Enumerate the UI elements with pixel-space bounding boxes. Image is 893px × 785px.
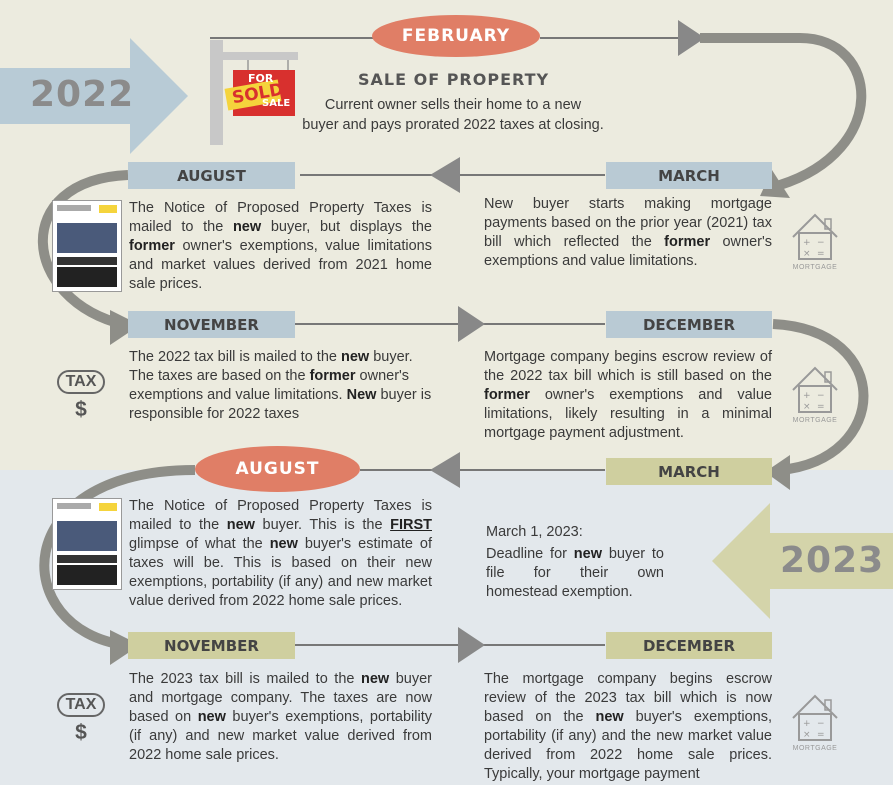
march-2022-text: New buyer starts making mortgage payment…: [484, 196, 772, 269]
sale-line-2: buyer and pays prorated 2022 taxes at cl…: [302, 117, 604, 133]
mortgage-label: MORTGAGE: [792, 264, 838, 271]
sale-description: Current owner sells their home to a new …: [283, 95, 623, 135]
tax-pill: TAX: [56, 693, 106, 717]
tax-icon: TAX $: [52, 370, 110, 422]
svg-text:+: +: [803, 719, 811, 729]
dollar-icon: $: [75, 721, 87, 744]
year-2022-arrow: [0, 38, 188, 154]
flow-arrowhead: [678, 20, 705, 56]
dollar-icon: $: [75, 398, 87, 421]
march-2023-date: March 1, 2023:: [486, 524, 583, 540]
year-2022-label: 2022: [30, 74, 135, 115]
svg-text:×: ×: [803, 402, 811, 412]
sale-line-1: Current owner sells their home to a new: [324, 97, 582, 113]
svg-text:−: −: [817, 719, 825, 729]
svg-text:−: −: [817, 391, 825, 401]
flow-arrowhead: [458, 306, 485, 342]
mortgage-label: MORTGAGE: [792, 745, 838, 752]
tax-pill: TAX: [56, 370, 106, 394]
month-december-bar: DECEMBER: [606, 632, 772, 659]
year-2023-label: 2023: [780, 540, 885, 581]
flow-arrowhead: [765, 455, 790, 490]
month-march-bar: MARCH: [606, 458, 772, 485]
background-2023: [0, 470, 893, 785]
month-august-bar: AUGUST: [128, 162, 295, 189]
month-december-bar: DECEMBER: [606, 311, 772, 338]
tax-notice-document-icon: [52, 200, 122, 292]
tax-notice-document-icon: [52, 498, 122, 590]
december-2023-text: The mortgage company begins escrow revie…: [484, 671, 772, 782]
november-2023-text: The 2023 tax bill is mailed to the new b…: [129, 671, 432, 763]
svg-text:=: =: [817, 249, 825, 259]
month-march-bar: MARCH: [606, 162, 772, 189]
flow-arrowhead: [110, 310, 140, 345]
month-february-oval: FEBRUARY: [372, 15, 540, 57]
flow-arrowhead: [430, 452, 460, 488]
august-2022-text: The Notice of Proposed Property Taxes is…: [129, 200, 432, 292]
svg-text:×: ×: [803, 249, 811, 259]
month-november-bar: NOVEMBER: [128, 632, 295, 659]
svg-text:=: =: [817, 730, 825, 740]
month-august-oval: AUGUST: [195, 446, 360, 492]
flow-arrowhead: [760, 170, 790, 198]
mortgage-house-icon: + − × = MORTGAGE: [787, 360, 843, 424]
svg-text:−: −: [817, 238, 825, 248]
sale-title: SALE OF PROPERTY: [358, 70, 550, 89]
march-2023-text: Deadline for new buyer to file for their…: [486, 546, 664, 600]
sign-sale-text: SALE: [262, 98, 291, 109]
svg-text:+: +: [803, 391, 811, 401]
mortgage-label: MORTGAGE: [792, 417, 838, 424]
sign-for-text: FOR: [248, 72, 274, 85]
flow-arrowhead: [458, 627, 485, 663]
flow-arrowhead: [110, 630, 140, 665]
december-2022-text: Mortgage company begins escrow review of…: [484, 349, 772, 441]
november-2022-text: The 2022 tax bill is mailed to the new b…: [129, 349, 432, 422]
august-2023-text: The Notice of Proposed Property Taxes is…: [129, 498, 432, 609]
svg-text:=: =: [817, 402, 825, 412]
year-2023-arrow: [712, 503, 893, 619]
mortgage-house-icon: + − × = MORTGAGE: [787, 688, 843, 752]
flow-arrowhead: [430, 157, 460, 193]
tax-icon: TAX $: [52, 693, 110, 745]
svg-text:+: +: [803, 238, 811, 248]
mortgage-house-icon: + − × = MORTGAGE: [787, 207, 843, 271]
svg-text:×: ×: [803, 730, 811, 740]
for-sale-sign: [210, 40, 298, 145]
month-november-bar: NOVEMBER: [128, 311, 295, 338]
